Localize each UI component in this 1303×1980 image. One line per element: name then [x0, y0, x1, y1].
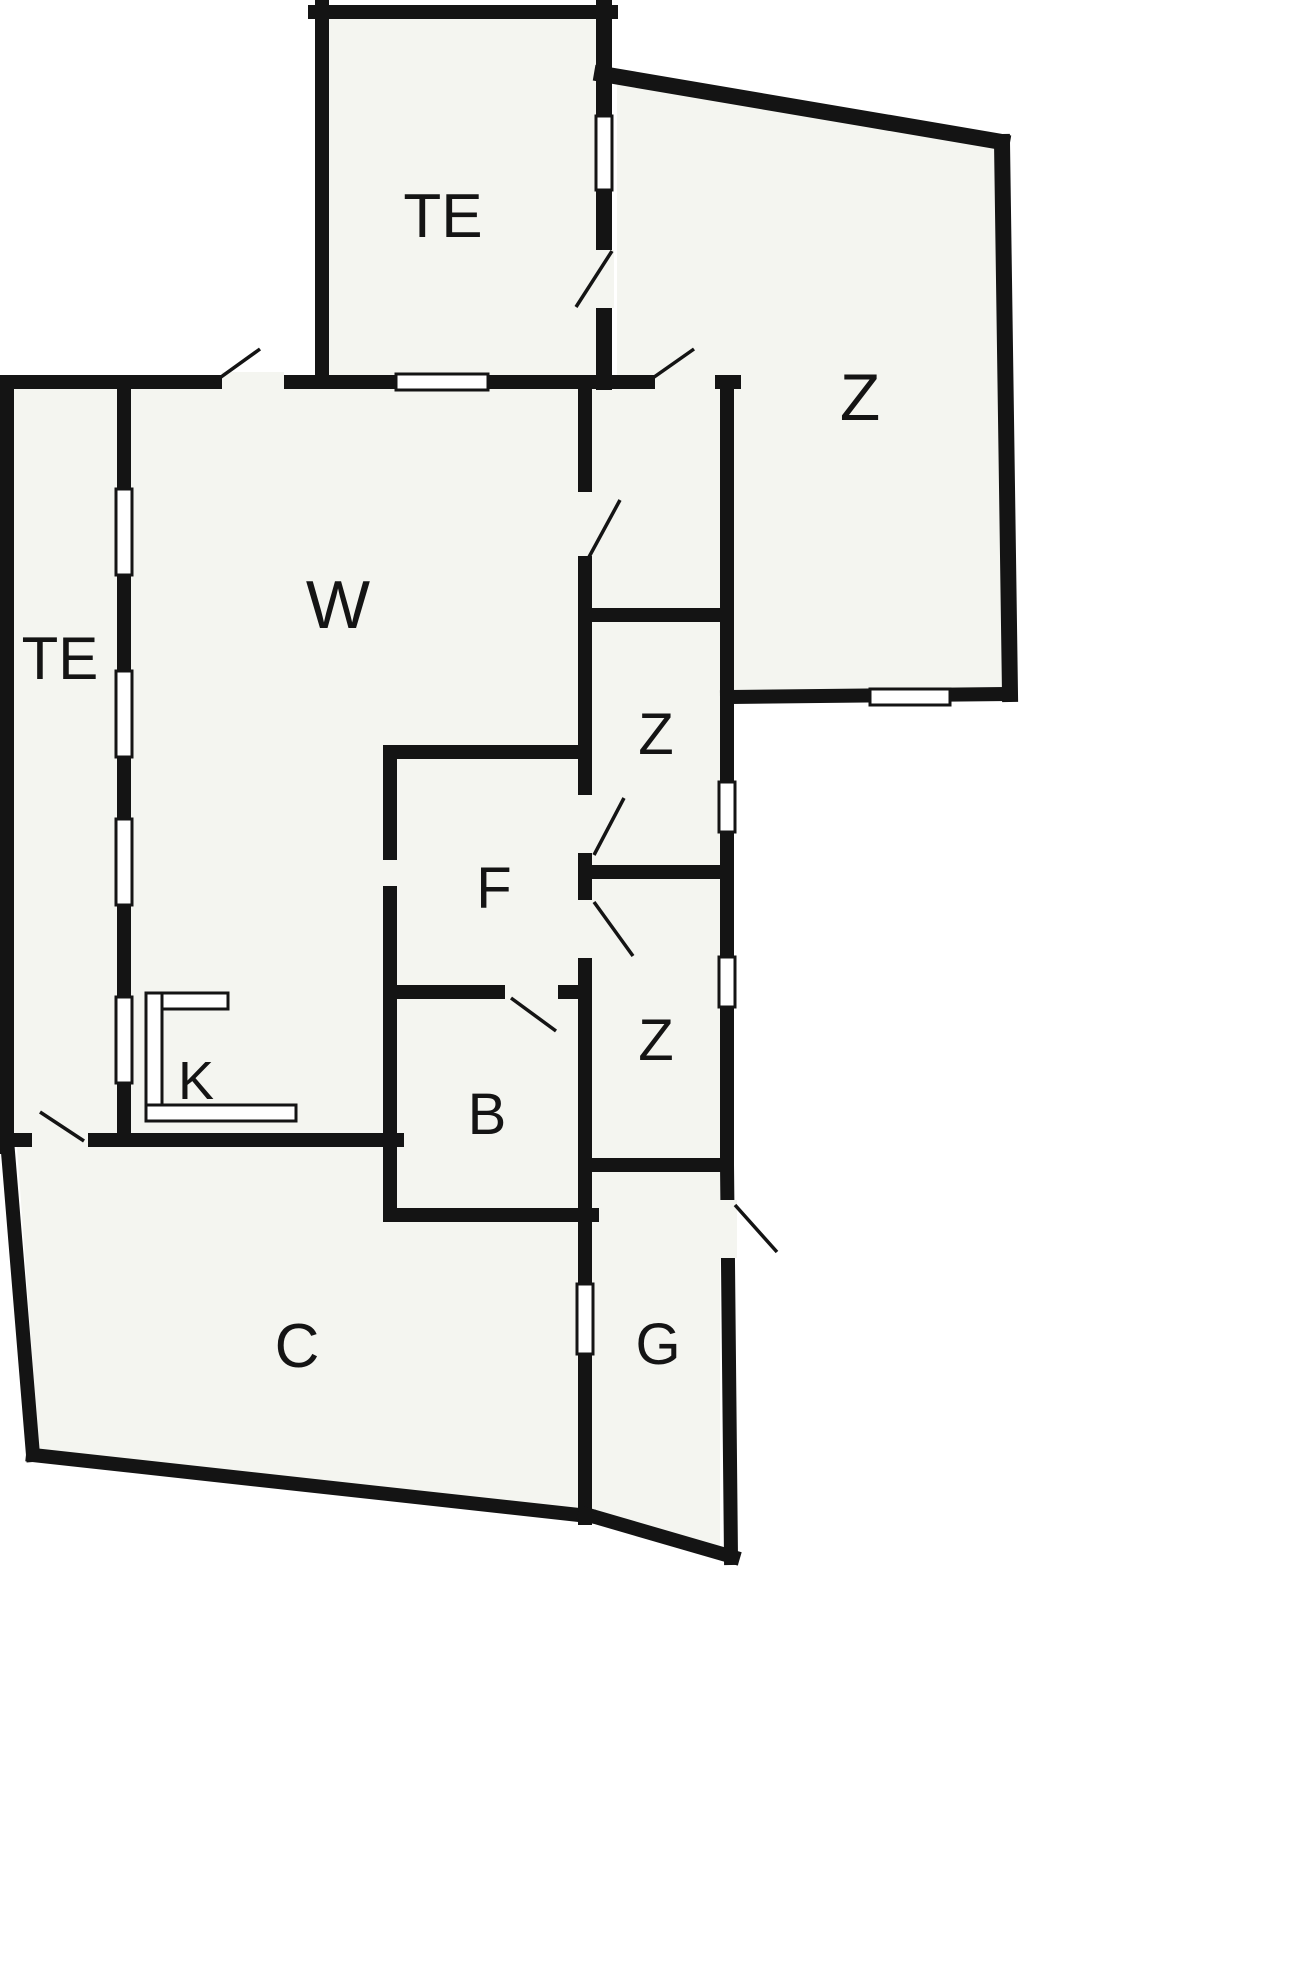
room-z-main-floor	[617, 79, 1006, 694]
door-gap-z2	[575, 900, 595, 958]
door-gap-z1	[575, 795, 595, 853]
window-icon-g-west	[575, 1282, 595, 1356]
room-floors	[14, 19, 1006, 1553]
room-g-floor	[592, 1165, 720, 1553]
door-swing-w-north	[212, 347, 262, 384]
window-icon-z-west	[594, 114, 614, 192]
door-swing-te-z	[574, 250, 614, 308]
window-icon-w-west-4	[114, 995, 134, 1085]
window-icon-strip-east-2	[717, 955, 737, 1009]
room-z-low-label: Z	[638, 1008, 673, 1073]
window-icon-te-south	[394, 372, 490, 392]
window-icon-w-west-2	[114, 669, 134, 759]
room-g-label: G	[635, 1312, 680, 1377]
door-gap-hall-north	[655, 372, 715, 392]
room-f-label: F	[476, 856, 511, 921]
door-swing-c-te	[39, 1110, 85, 1143]
wall-g-south-slant	[576, 1505, 742, 1566]
window-icon-strip-east-1	[717, 780, 737, 834]
room-te-top-floor	[329, 19, 597, 375]
room-te-left-floor	[14, 389, 117, 1133]
counter-left-arm	[144, 991, 164, 1123]
wall-c-west-slant	[0, 1132, 41, 1463]
window-icon-w-west-1	[114, 487, 134, 577]
room-labels: TE Z TE W Z F Z K B C G	[22, 182, 881, 1381]
door-swing-w-hall	[587, 499, 622, 558]
room-k-label: K	[178, 1051, 214, 1111]
walls	[0, 0, 1019, 1566]
hall-z-strip-floor	[592, 389, 720, 1158]
room-z-mid-label: Z	[638, 702, 673, 767]
wall-z-main-north-slant	[592, 64, 1012, 152]
door-gap-w-north	[222, 372, 284, 392]
door-swing-z1	[592, 797, 626, 856]
kitchen-counter	[144, 991, 298, 1123]
counter-bottom-arm	[144, 1103, 298, 1123]
room-b-label: B	[468, 1082, 507, 1147]
wall-z-main-east	[993, 133, 1019, 703]
door-gap-te-z	[594, 250, 614, 308]
room-c-floor	[17, 1147, 578, 1511]
window-icon-w-west-3	[114, 817, 134, 907]
door-swing-b	[509, 996, 558, 1033]
room-w-floor	[131, 389, 578, 1208]
door-swing-hall-north	[645, 347, 696, 384]
room-z-main-label: Z	[840, 360, 880, 434]
room-te-left-label: TE	[22, 625, 99, 692]
room-c-label: C	[275, 1312, 320, 1381]
door-swing-g-exterior	[733, 1203, 779, 1254]
room-te-top-label: TE	[403, 182, 482, 251]
wall-c-south-slant	[25, 1447, 596, 1524]
room-w-label: W	[306, 567, 370, 643]
door-gap-b	[505, 982, 558, 1002]
door-swings	[39, 250, 779, 1254]
door-swing-z2	[592, 900, 635, 958]
door-gap-w-hall	[575, 492, 595, 556]
windows	[114, 114, 952, 1356]
window-icon-z-south	[868, 687, 952, 707]
door-gap-f	[380, 860, 400, 886]
door-gap-g-exterior	[717, 1200, 737, 1258]
